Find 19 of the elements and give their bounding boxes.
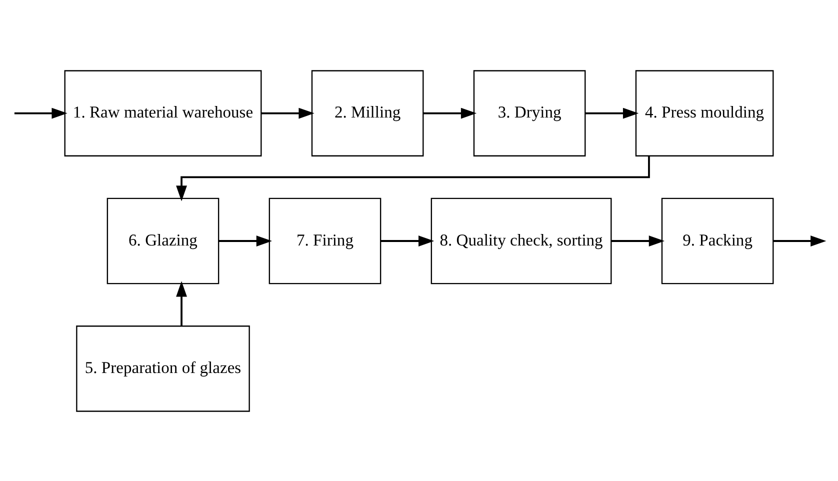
arrow [218, 235, 272, 246]
arrow [611, 235, 665, 246]
arrow [14, 107, 68, 118]
arrow [423, 107, 477, 118]
arrow [773, 235, 826, 246]
arrow [176, 280, 187, 326]
node-box: 6. Glazing [106, 197, 220, 284]
node-box: 4. Press moulding [635, 70, 774, 156]
node-box: 7. Firing [268, 197, 382, 284]
arrow [176, 155, 650, 201]
node-box: 1. Raw material warehouse [64, 70, 262, 156]
node-box: 9. Packing [661, 197, 774, 284]
node-box: 8. Quality check, sorting [430, 197, 612, 284]
node-box: 3. Drying [473, 70, 586, 156]
arrow [585, 107, 639, 118]
arrow [380, 235, 434, 246]
node-box: 5. Preparation of glazes [76, 325, 250, 412]
arrow [261, 107, 314, 118]
node-box: 2. Milling [311, 70, 424, 156]
